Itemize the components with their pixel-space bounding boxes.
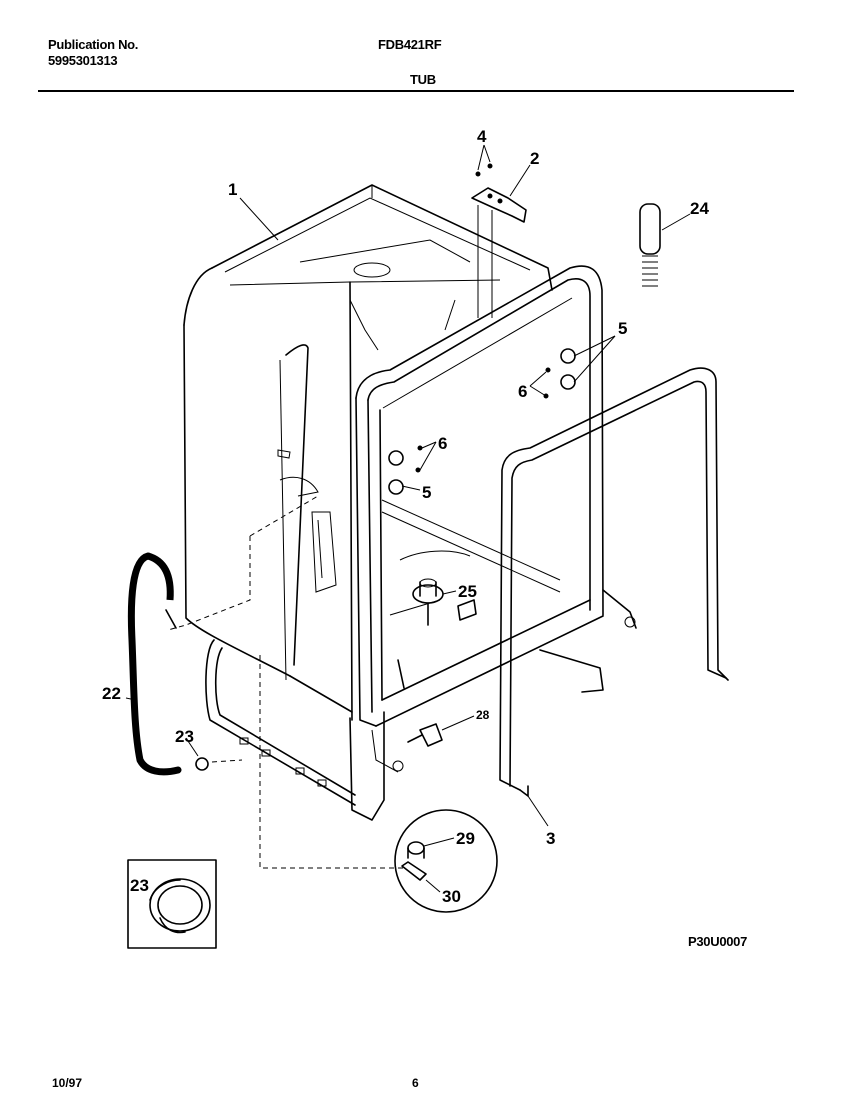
bracket [471, 187, 527, 318]
rollers [388, 348, 576, 495]
tub-body [183, 184, 553, 721]
page-number: 6 [412, 1076, 419, 1090]
callout-23: 23 [175, 727, 194, 746]
callout-6-lower: 6 [438, 434, 447, 453]
callout-5-upper: 5 [618, 319, 627, 338]
screws [475, 144, 493, 177]
hose-clamp [195, 757, 209, 771]
section-title: TUB [410, 72, 436, 87]
callout-22: 22 [102, 684, 121, 703]
callout-23-inset: 23 [130, 876, 149, 895]
spring [639, 203, 661, 287]
footer-date: 10/97 [52, 1076, 83, 1090]
callout-3: 3 [546, 829, 555, 848]
diagram-id: P30U0007 [688, 934, 748, 949]
model-number: FDB421RF [378, 37, 442, 52]
callout-1: 1 [228, 180, 237, 199]
clamp-inset [127, 859, 217, 949]
publication-number: 5995301313 [48, 53, 118, 68]
base-rail [205, 639, 356, 806]
callout-29: 29 [456, 829, 475, 848]
callout-28: 28 [476, 708, 490, 722]
callout-2: 2 [530, 149, 539, 168]
tub-front-frame [349, 265, 637, 821]
callout-30: 30 [442, 887, 461, 906]
publication-label: Publication No. [48, 37, 139, 52]
door-gasket [499, 367, 729, 797]
callout-4: 4 [477, 127, 487, 146]
drain-hose [127, 552, 182, 776]
callout-24: 24 [690, 199, 709, 218]
callout-5-lower: 5 [422, 483, 431, 502]
dashed-leaders [167, 495, 404, 869]
callout-6-upper: 6 [518, 382, 527, 401]
detail-circle [394, 809, 498, 913]
callout-numbers: 1 2 3 4 5 5 6 6 22 23 23 24 25 28 29 30 [102, 127, 709, 906]
header-rule [38, 90, 794, 92]
callout-leaders [125, 164, 691, 893]
callout-25: 25 [458, 582, 477, 601]
float-assembly [397, 578, 477, 689]
heater-clip [407, 723, 443, 747]
